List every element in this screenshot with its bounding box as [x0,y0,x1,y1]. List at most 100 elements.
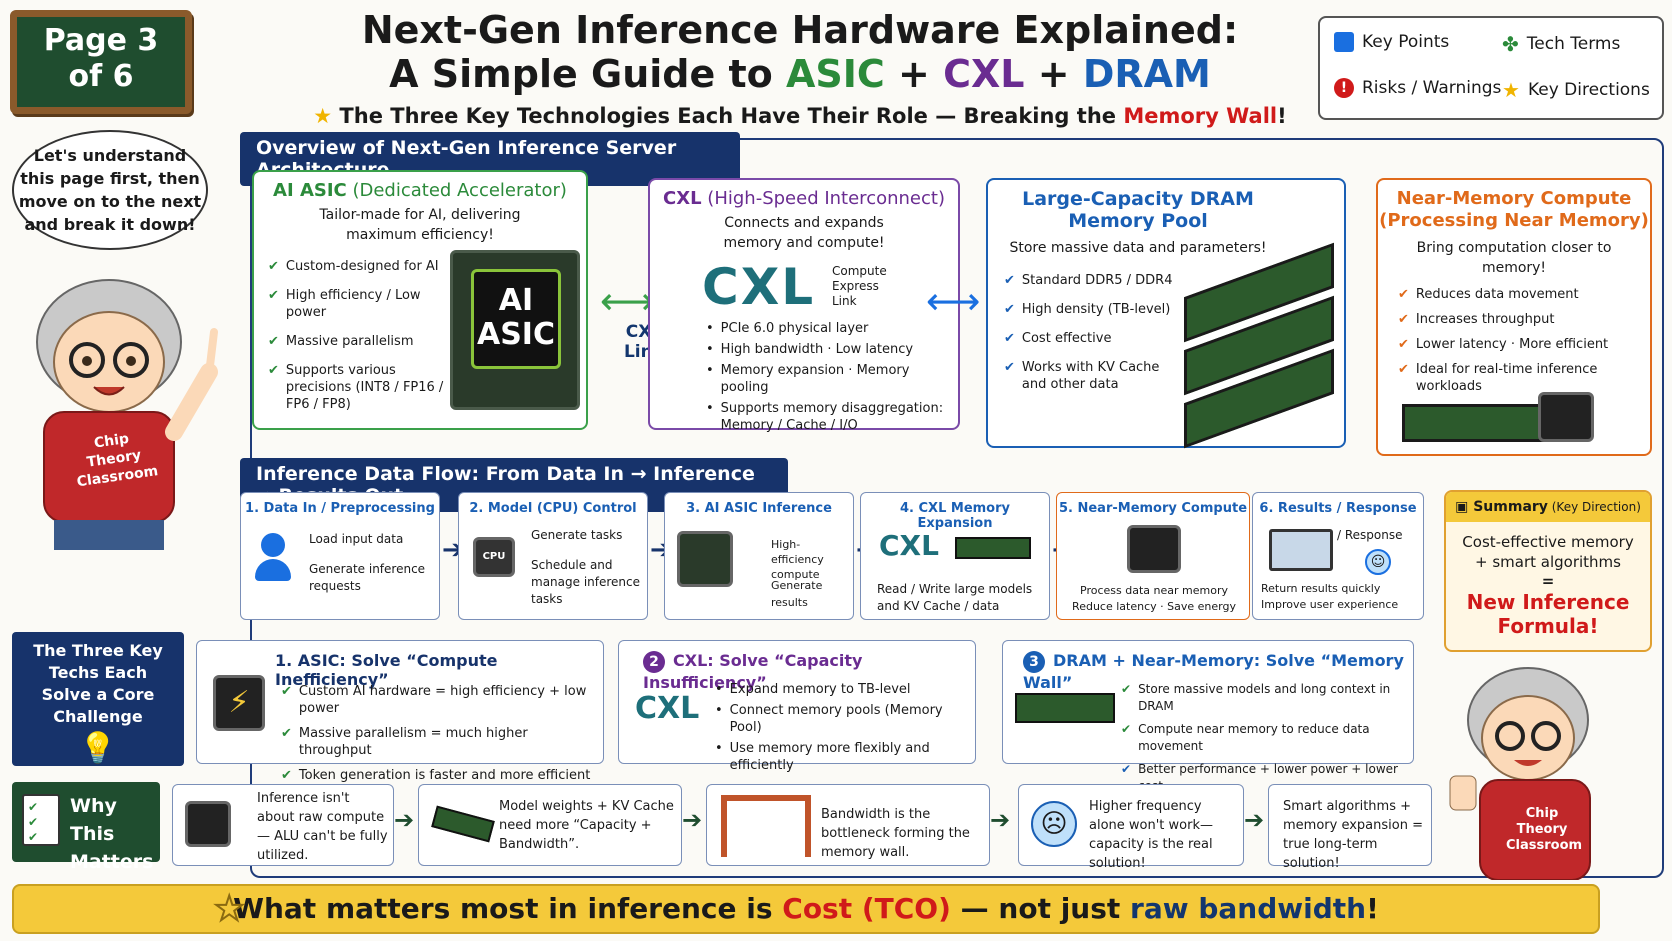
blue-square-icon [1334,32,1354,52]
asic-title: AI ASIC [273,180,347,201]
list-item: ✔Token generation is faster and more eff… [281,767,597,784]
check-icon: ✔ [1004,302,1015,317]
dram-sub: Store massive data and parameters! [1009,240,1267,256]
legend-label: Key Directions [1527,80,1650,100]
why-side-text: Why This Matters [70,795,154,873]
flow-step-5: 5. Near-Memory Compute Process data near… [1056,492,1250,620]
list-item: •High bandwidth · Low latency [706,341,946,358]
list-item: ✔ Increases throughput [1398,311,1638,328]
title-plus: + [884,52,944,96]
legend-directions: ★Key Directions [1502,78,1650,102]
challenge-title-text: DRAM + Near-Memory: Solve “Memory Wall” [1023,651,1404,692]
bullet-icon: • [715,741,723,756]
why-item-text: Bandwidth is the bottleneck forming the … [821,807,970,860]
mascot-illustration [36,279,218,550]
asic-chip-illustration: AI ASIC [450,250,580,410]
number-badge: 2 [643,651,665,673]
flow-step-title: 2. Model (CPU) Control [469,501,637,516]
legend-label: Risks / Warnings [1362,78,1502,98]
why-side: ✔✔✔ Why This Matters [12,782,160,873]
challenges-side-text: The Three Key Techs Each Solve a Core Ch… [33,641,163,726]
asic-title-paren: (Dedicated Accelerator) [346,180,567,201]
why-item-text: Inference isn't about raw compute— ALU c… [257,791,388,863]
challenge-title-text: CXL: Solve “Capacity Insufficiency” [643,651,863,692]
list-item: ✔Store massive models and long context i… [1121,681,1411,715]
list-item-text: Cost effective [1021,331,1112,346]
check-icon: ✔ [1398,337,1409,352]
list-item-text: Standard DDR5 / DDR4 [1021,273,1173,288]
subtitle: ★ The Three Key Technologies Each Have T… [300,104,1300,128]
list-item: ✔Supports various precisions (INT8 / FP1… [268,362,453,413]
list-item: ✔ Custom AI hardware = high efficiency + … [281,683,597,717]
subtitle-tail: ! [1277,104,1287,128]
check-icon: ✔ [1398,312,1409,327]
summary-line: Cost-effective memory + smart algorithms [1462,533,1634,571]
asic-card: AI ASIC (Dedicated Accelerator) Tailor-m… [252,170,588,430]
laptop-icon [1269,529,1333,571]
list-item-text: PCIe 6.0 physical layer [720,321,869,336]
bottom-lead: What matters most in inference is [233,892,783,925]
legend-label: Tech Terms [1526,34,1621,54]
summary-title: ▣ Summary (Key Direction) [1446,492,1650,522]
list-item-text: Compute near memory to reduce data movem… [1138,722,1370,753]
bottom-tail: ! [1366,892,1379,925]
dram-card: Large-Capacity DRAM Memory Pool Store ma… [986,178,1346,449]
bullet-icon: • [706,363,714,378]
number-badge: 3 [1023,651,1045,673]
cxl-link-arrow-icon: ⟷ [600,279,655,323]
title-prefix: A Simple Guide to [389,52,786,96]
cxl-logo: CXL [702,258,816,316]
check-icon: ✔ [1121,722,1132,736]
why-item-5: Smart algorithms + memory expansion = tr… [1268,784,1432,871]
check-icon: ✔ [1004,331,1015,346]
page-badge-line2: of 6 [68,59,134,94]
list-item-text: Use memory more flexibly and efficiently [729,741,930,773]
flow-step-title: 6. Results / Response [1259,501,1417,516]
dram-feature-list: ✔ Standard DDR5 / DDR4 ✔ High density (TB-… [1004,272,1174,405]
cxl-card-title: CXL (High-Speed Interconnect) [650,188,958,209]
legend-tech-terms: ✤Tech Terms [1502,32,1620,56]
flow-step-1: 1. Data In / Preprocessing Load input da… [240,492,440,620]
asic-feature-list: ✔Custom-designed for AI ✔High efficiency… [268,258,453,425]
challenge-asic-list: ✔ Custom AI hardware = high efficiency + … [281,683,597,792]
flow-step-title: 4. CXL Memory Expansion [900,501,1010,531]
arrow-right-icon: ➔ [394,806,415,834]
cxl-logo: CXL [879,529,939,562]
flow-step-text-b: Reduce latency · Save energy [1072,600,1236,613]
check-icon: ✔ [281,684,292,699]
list-item: ✔Reduces data movement [1398,286,1638,303]
list-item-text: High density (TB-level) [1021,302,1171,317]
list-item: •Expand memory to TB-level [715,681,973,698]
memory-module-icon [1015,693,1115,723]
mascot-top: Chip Theory Classroom [14,262,224,552]
list-item-text: Increases throughput [1415,312,1555,327]
nmc-sub: Bring computation closer to memory! [1416,240,1612,276]
list-item-text: Supports various precisions (INT8 / FP16… [285,363,444,412]
list-item-text: High efficiency / Low power [285,288,421,320]
mascot-shirt-text: Chip Theory Classroom [1506,806,1583,853]
happy-chip-icon [1127,525,1181,573]
title-cxl: CXL [943,52,1025,96]
challenge-title: 1. ASIC: Solve “Compute Inefficiency” [275,651,498,689]
page-badge: Page 3 of 6 [10,10,192,114]
user-icon [255,533,291,583]
summary-eq: = [1541,572,1555,590]
nmc-title: Near-Memory Compute (Processing Near Mem… [1379,188,1649,231]
clipboard-icon: ▣ [1455,499,1474,515]
list-item-text: Custom AI hardware = high efficiency + l… [298,684,587,716]
bottom-mid: — not just [950,892,1131,925]
cxl-logo: CXL [635,691,700,726]
check-icon: ✔ [268,334,279,349]
bullet-icon: • [706,401,714,416]
bottom-cost: Cost (TCO) [782,892,951,925]
bridge-icon [721,795,811,857]
list-item: ✔Ideal for real-time inference workloads [1398,361,1638,395]
list-item: ✔Massive parallelism = much higher throu… [281,725,597,759]
summary-title-text: Summary [1473,499,1548,515]
why-item-text: Smart algorithms + memory expansion = tr… [1283,799,1423,871]
cpu-icon: CPU [473,537,515,577]
challenges-side: The Three Key Techs Each Solve a Core Ch… [12,632,184,766]
list-item-text: Works with KV Cache and other data [1021,360,1160,392]
